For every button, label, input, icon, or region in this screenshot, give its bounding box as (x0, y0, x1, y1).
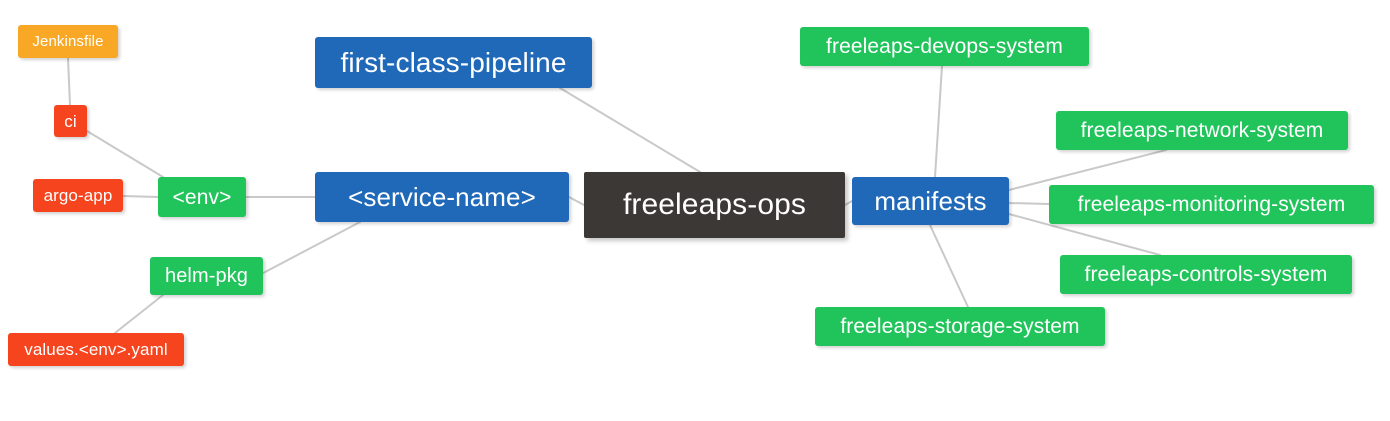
edge-root-manifests (844, 200, 853, 206)
node-root[interactable]: freeleaps-ops (584, 172, 845, 238)
node-storage[interactable]: freeleaps-storage-system (815, 307, 1105, 346)
edge-root-service (568, 196, 585, 206)
node-ci[interactable]: ci (54, 105, 87, 137)
edge-helm-values (114, 294, 164, 334)
node-helm[interactable]: helm-pkg (150, 257, 263, 295)
edge-env-ci (86, 130, 164, 178)
edge-manifests-monitoring (1008, 202, 1050, 205)
edge-root-pipeline (559, 87, 701, 173)
node-env[interactable]: <env> (158, 177, 246, 217)
edge-ci-jenkins (67, 57, 71, 106)
node-jenkins[interactable]: Jenkinsfile (18, 25, 118, 58)
node-values[interactable]: values.<env>.yaml (8, 333, 184, 366)
node-devops[interactable]: freeleaps-devops-system (800, 27, 1089, 66)
edge-manifests-devops (934, 65, 943, 178)
node-argo[interactable]: argo-app (33, 179, 123, 212)
node-manifests[interactable]: manifests (852, 177, 1009, 225)
node-controls[interactable]: freeleaps-controls-system (1060, 255, 1352, 294)
edge-service-helm (247, 221, 361, 282)
node-pipeline[interactable]: first-class-pipeline (315, 37, 592, 88)
node-network[interactable]: freeleaps-network-system (1056, 111, 1348, 150)
node-monitoring[interactable]: freeleaps-monitoring-system (1049, 185, 1374, 224)
node-service[interactable]: <service-name> (315, 172, 569, 222)
edge-env-argo (122, 195, 159, 198)
edge-manifests-storage (929, 224, 969, 308)
edge-manifests-network (1008, 149, 1167, 191)
